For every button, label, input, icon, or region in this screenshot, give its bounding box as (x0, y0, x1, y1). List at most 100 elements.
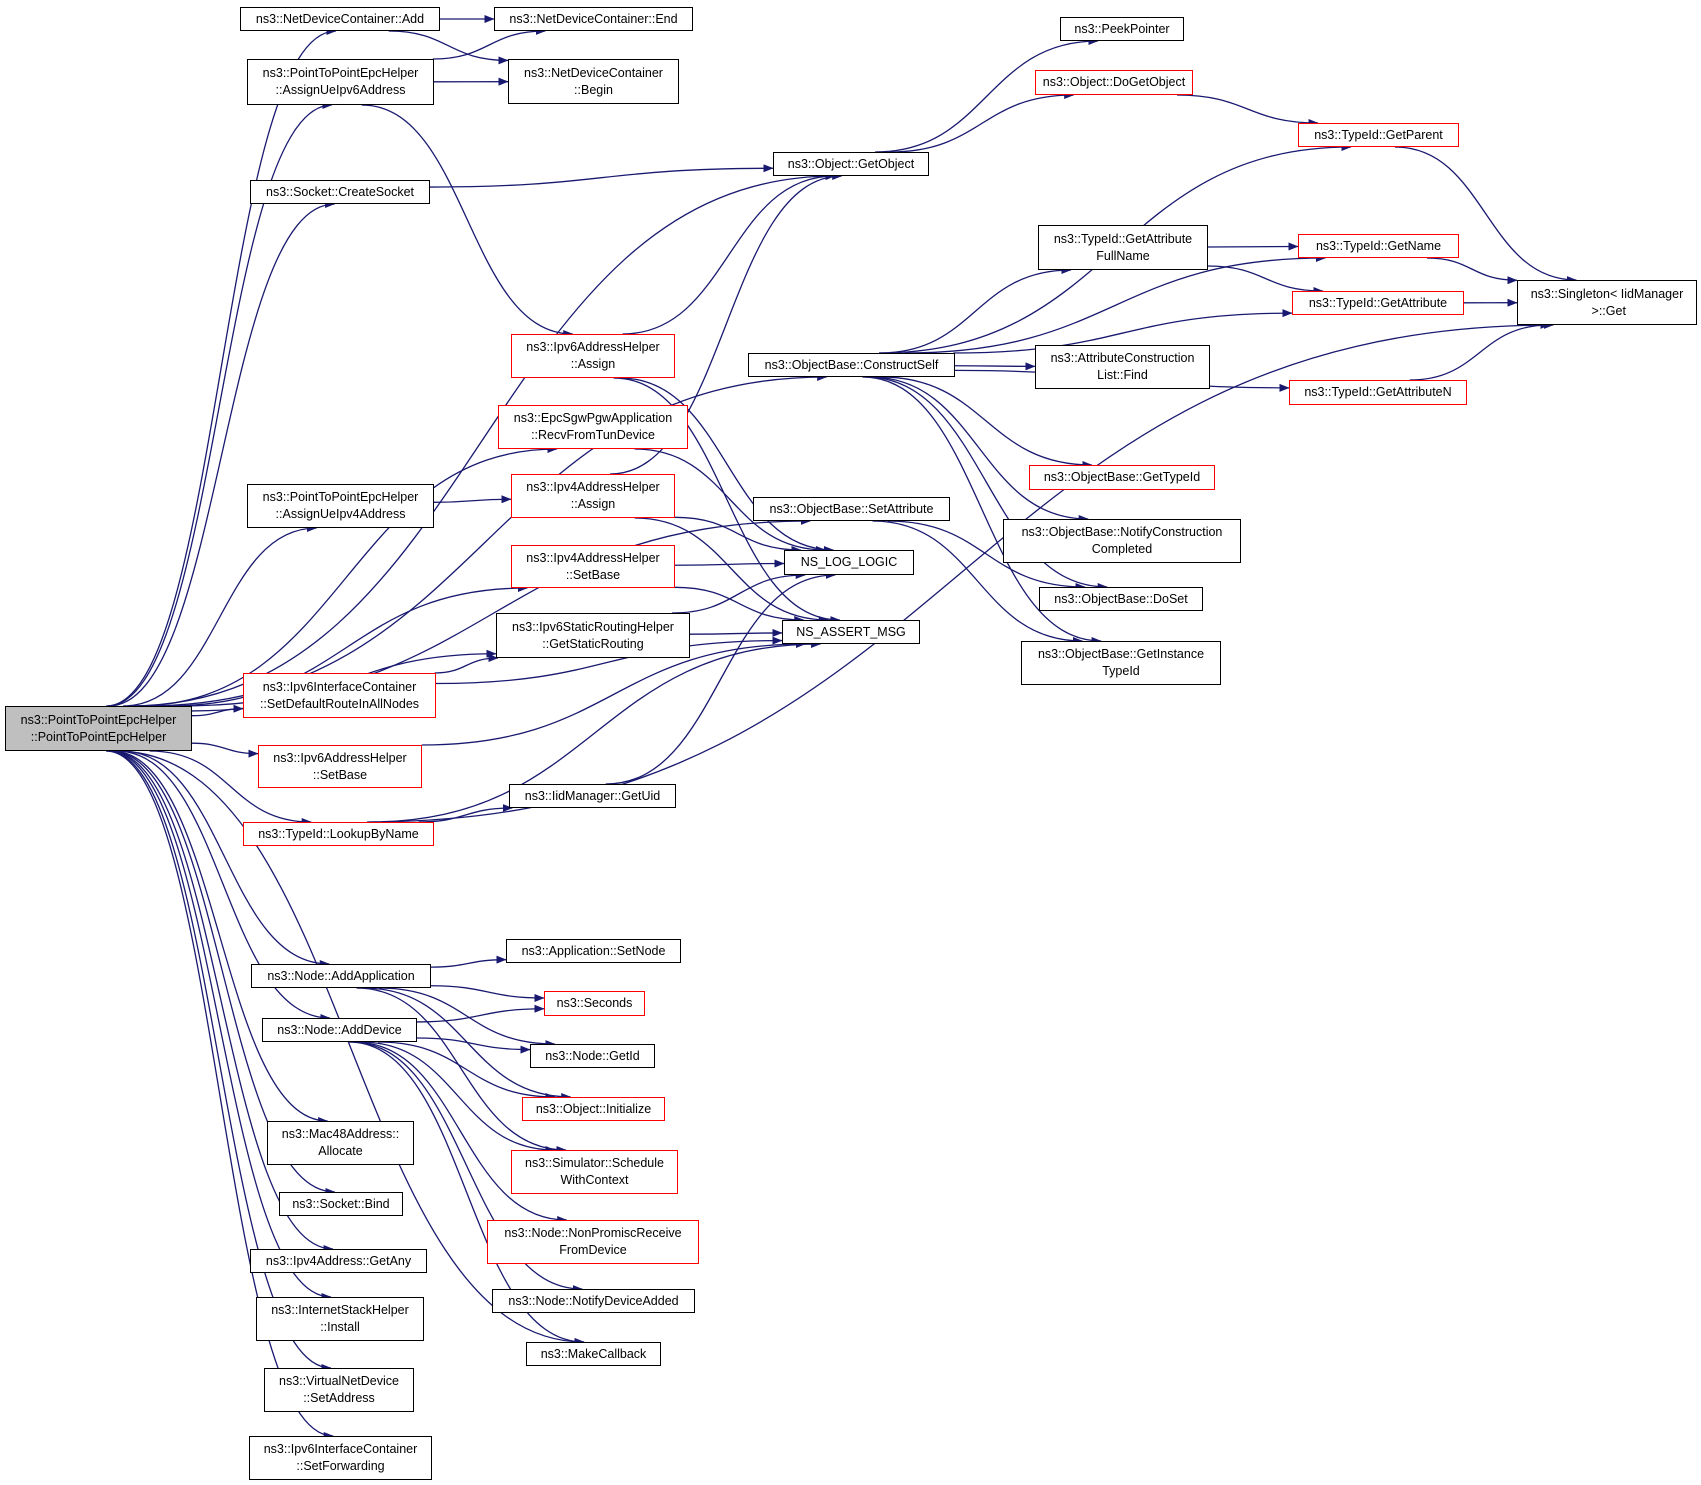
call-edge-p2p_ipv4-to-ipv4ah_assign (433, 495, 512, 504)
call-edge-obj_getobj-to-obj_dogetobj (889, 91, 1075, 153)
call-edge-obj_dogetobj-to-tid_getparent (1176, 94, 1319, 127)
call-edge-tid_getattrn-to-singleton (1409, 321, 1551, 381)
node-ob-doset[interactable]: ns3::ObjectBase::DoSet (1039, 587, 1203, 611)
call-edge-typeid_lookup-to-iid_getuid (418, 804, 513, 823)
call-edge-ob_construct-to-tid_getattrfull (879, 266, 1072, 354)
node-vnd-setaddr[interactable]: ns3::VirtualNetDevice ::SetAddress (264, 1368, 414, 1412)
call-edge-root-to-ipv4_getany (108, 750, 334, 1253)
call-edge-node_addapp-to-node_getid (378, 987, 556, 1048)
call-edge-root-to-mac48 (111, 750, 329, 1125)
node-ob-notify[interactable]: ns3::ObjectBase::NotifyConstruction Comp… (1003, 519, 1241, 563)
call-edge-root-to-node_addapp (120, 750, 330, 968)
node-obj-init[interactable]: ns3::Object::Initialize (522, 1097, 665, 1121)
call-edge-ipv6sr_get-to-log_logic (671, 571, 806, 614)
node-ob-setattr[interactable]: ns3::ObjectBase::SetAttribute (753, 497, 950, 521)
call-edge-ipv4ah_assign-to-obj_getobj (610, 172, 843, 475)
node-assert-msg[interactable]: NS_ASSERT_MSG (782, 620, 920, 644)
node-root: ns3::PointToPointEpcHelper ::PointToPoin… (5, 706, 192, 751)
node-ob-gettid[interactable]: ns3::ObjectBase::GetTypeId (1029, 465, 1215, 490)
node-ob-construct[interactable]: ns3::ObjectBase::ConstructSelf (748, 353, 955, 377)
node-p2p-ipv6[interactable]: ns3::PointToPointEpcHelper ::AssignUeIpv… (247, 59, 434, 105)
call-edge-ob_construct-to-ob_gettid (880, 376, 1093, 469)
node-node-getid[interactable]: ns3::Node::GetId (530, 1044, 655, 1068)
node-tid-getattrfull[interactable]: ns3::TypeId::GetAttribute FullName (1038, 225, 1208, 270)
node-ipv6sr-get[interactable]: ns3::Ipv6StaticRoutingHelper ::GetStatic… (496, 613, 690, 658)
node-ob-getinst[interactable]: ns3::ObjectBase::GetInstance TypeId (1021, 641, 1221, 685)
node-mac48[interactable]: ns3::Mac48Address:: Allocate (267, 1121, 414, 1165)
node-seconds[interactable]: ns3::Seconds (544, 991, 645, 1016)
call-edge-ipv6ic_setdefault-to-ipv6sr_get (434, 654, 499, 674)
call-edge-ipv6ah_assign-to-log_logic (620, 377, 835, 554)
call-edge-ob_construct-to-tid_getattr (953, 309, 1293, 354)
call-edge-epc_recv-to-log_logic (634, 448, 826, 554)
node-ipv4-getany[interactable]: ns3::Ipv4Address::GetAny (250, 1249, 427, 1273)
call-edge-ipv6sr_get-to-assert_msg (689, 628, 783, 637)
call-edge-socket_create-to-obj_getobj (429, 164, 774, 188)
node-ipv6ic-setfwd[interactable]: ns3::Ipv6InterfaceContainer ::SetForward… (249, 1436, 432, 1480)
node-ipv4ah-setbase[interactable]: ns3::Ipv4AddressHelper ::SetBase (511, 545, 675, 588)
node-p2p-ipv4[interactable]: ns3::PointToPointEpcHelper ::AssignUeIpv… (247, 484, 434, 528)
call-edge-root-to-socket_create (108, 200, 336, 707)
node-iid-getuid[interactable]: ns3::IidManager::GetUid (509, 784, 676, 808)
node-makecb[interactable]: ns3::MakeCallback (526, 1342, 661, 1366)
node-peekptr[interactable]: ns3::PeekPointer (1060, 17, 1184, 41)
node-node-adddev[interactable]: ns3::Node::AddDevice (262, 1018, 417, 1042)
call-edge-p2p_ipv6-to-ndc_end (432, 27, 546, 60)
call-edge-root-to-socket_bind (109, 750, 336, 1196)
call-edge-root-to-p2p_ipv4 (122, 524, 318, 707)
node-ndc-add[interactable]: ns3::NetDeviceContainer::Add (240, 7, 440, 31)
call-edge-ob_setattr-to-ob_getinst (872, 520, 1083, 645)
node-ipv4ah-assign[interactable]: ns3::Ipv4AddressHelper ::Assign (511, 474, 675, 518)
node-epc-recv[interactable]: ns3::EpcSgwPgwApplication ::RecvFromTunD… (498, 405, 688, 449)
call-edge-iid_getuid-to-log_logic (605, 571, 836, 785)
call-edge-obj_getobj-to-peekptr (875, 37, 1099, 153)
call-edge-tid_getparent-to-singleton (1394, 146, 1577, 284)
call-edge-p2p_ipv6-to-ipv6ah_assign (361, 104, 574, 338)
node-obj-dogetobj[interactable]: ns3::Object::DoGetObject (1035, 70, 1193, 95)
call-edge-root-to-ndc_add (106, 27, 337, 707)
node-node-npr[interactable]: ns3::Node::NonPromiscReceive FromDevice (487, 1220, 699, 1264)
node-app-setnode[interactable]: ns3::Application::SetNode (506, 939, 681, 963)
call-edge-node_addapp-to-seconds (430, 985, 545, 1003)
node-tid-getname[interactable]: ns3::TypeId::GetName (1298, 234, 1459, 258)
node-ipv6ah-assign[interactable]: ns3::Ipv6AddressHelper ::Assign (511, 334, 675, 378)
call-edge-node_adddev-to-seconds (416, 1004, 545, 1023)
node-socket-bind[interactable]: ns3::Socket::Bind (279, 1192, 403, 1216)
node-acl-find[interactable]: ns3::AttributeConstruction List::Find (1035, 345, 1210, 389)
node-ndc-begin[interactable]: ns3::NetDeviceContainer ::Begin (508, 59, 679, 104)
call-edge-ipv4ah_setbase-to-assert_msg (674, 586, 805, 624)
node-ndc-end[interactable]: ns3::NetDeviceContainer::End (494, 7, 693, 31)
call-edge-node_adddev-to-makecb (348, 1041, 585, 1346)
node-ipv6ah-setbase[interactable]: ns3::Ipv6AddressHelper ::SetBase (258, 745, 422, 788)
call-edge-root-to-node_adddev (116, 750, 331, 1022)
call-edge-typeid_lookup-to-assert_msg (368, 640, 822, 823)
call-edge-ob_construct-to-ob_getinst (862, 376, 1102, 645)
call-edge-ipv4ah_assign-to-log_logic (674, 516, 802, 554)
node-typeid-lookup[interactable]: ns3::TypeId::LookupByName (243, 822, 434, 846)
node-log-logic[interactable]: NS_LOG_LOGIC (784, 550, 914, 575)
node-tid-getattr[interactable]: ns3::TypeId::GetAttribute (1292, 291, 1464, 315)
call-edge-node_adddev-to-node_getid (416, 1037, 531, 1054)
node-node-addapp[interactable]: ns3::Node::AddApplication (251, 964, 431, 988)
node-singleton[interactable]: ns3::Singleton< IidManager >::Get (1517, 280, 1697, 325)
node-sim-sched[interactable]: ns3::Simulator::Schedule WithContext (511, 1150, 678, 1194)
call-edge-node_adddev-to-sim_sched (361, 1041, 556, 1154)
call-edge-ob_construct-to-tid_getname (904, 254, 1326, 354)
call-edge-ipv6ah_assign-to-obj_getobj (622, 172, 836, 335)
call-edge-tid_getname-to-singleton (1427, 257, 1518, 285)
node-ipv6ic-setdefault[interactable]: ns3::Ipv6InterfaceContainer ::SetDefault… (243, 673, 436, 718)
call-edge-ipv6ic_setdefault-to-assert_msg (435, 636, 783, 685)
node-socket-create[interactable]: ns3::Socket::CreateSocket (250, 180, 430, 204)
node-tid-getparent[interactable]: ns3::TypeId::GetParent (1298, 123, 1459, 147)
call-edge-node_addapp-to-sim_sched (356, 987, 567, 1154)
node-tid-getattrn[interactable]: ns3::TypeId::GetAttributeN (1289, 380, 1467, 405)
call-edge-ob_construct-to-ob_notify (869, 376, 1089, 523)
call-edge-ob_construct-to-acl_find (954, 362, 1036, 371)
node-node-nda[interactable]: ns3::Node::NotifyDeviceAdded (492, 1289, 695, 1313)
call-edge-root-to-ipv6ah_setbase (191, 742, 259, 758)
call-edge-node_adddev-to-obj_init (378, 1041, 556, 1101)
node-obj-getobj[interactable]: ns3::Object::GetObject (773, 152, 929, 176)
call-edge-ob_setattr-to-ob_doset (887, 520, 1086, 591)
node-ish-install[interactable]: ns3::InternetStackHelper ::Install (256, 1297, 424, 1341)
call-edges (105, 15, 1577, 1440)
